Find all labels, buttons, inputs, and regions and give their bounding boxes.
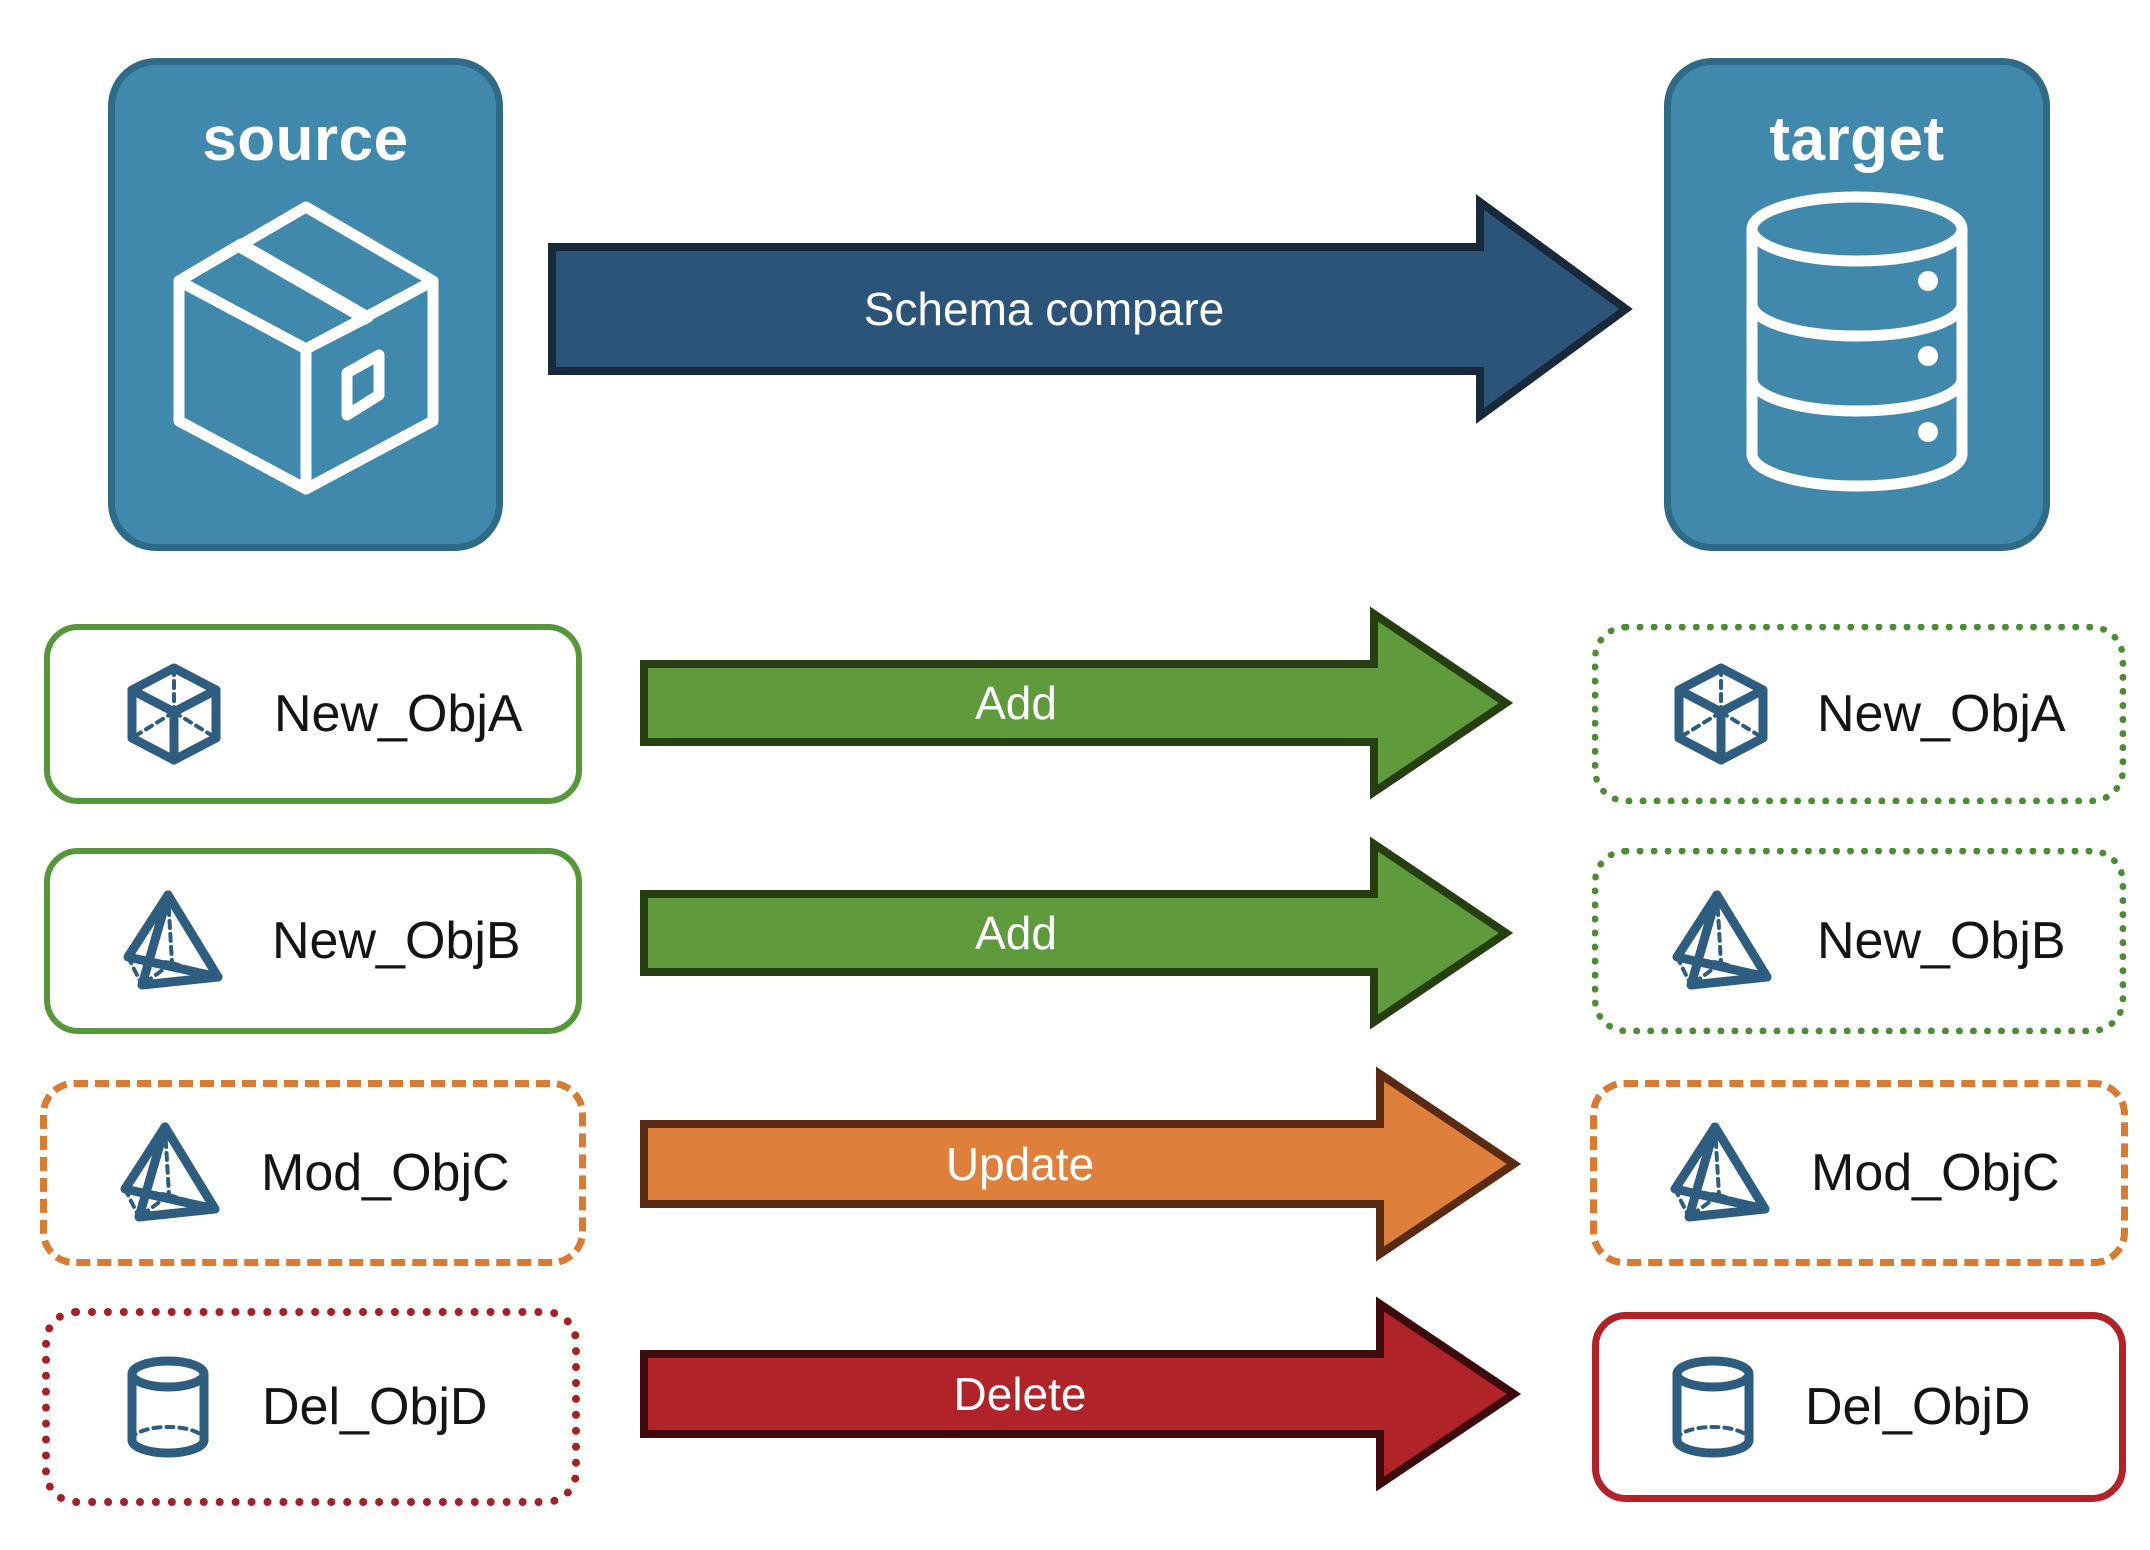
row-action-label-0: Add — [975, 677, 1057, 729]
target-endpoint-card[interactable]: target — [1664, 58, 2050, 551]
package-box-icon — [161, 189, 451, 499]
target-object-label-3: Del_ObjD — [1805, 1378, 2031, 1436]
target-object-box-1[interactable]: New_ObjB — [1592, 848, 2126, 1034]
row-action-label-1: Add — [975, 907, 1057, 959]
target-object-box-2[interactable]: Mod_ObjC — [1590, 1080, 2128, 1266]
target-title: target — [1769, 105, 1945, 174]
wireframe-pyramid-icon — [1661, 885, 1779, 997]
target-object-box-3[interactable]: Del_ObjD — [1592, 1312, 2126, 1502]
target-object-label-2: Mod_ObjC — [1811, 1144, 2060, 1202]
source-title: source — [202, 105, 409, 174]
schema-compare-arrow[interactable]: Schema compare — [548, 194, 1633, 424]
row-action-arrow-3[interactable]: Delete — [640, 1296, 1522, 1492]
source-object-box-0[interactable]: New_ObjA — [44, 624, 582, 804]
schema-compare-label: Schema compare — [863, 283, 1225, 335]
source-object-label-0: New_ObjA — [274, 685, 523, 743]
wireframe-cube-icon — [118, 658, 230, 770]
target-object-label-1: New_ObjB — [1817, 912, 2066, 970]
database-cylinder-icon — [1732, 189, 1982, 494]
source-object-label-3: Del_ObjD — [262, 1378, 488, 1436]
row-action-label-3: Delete — [953, 1368, 1087, 1420]
wireframe-cube-icon — [1665, 658, 1777, 770]
row-action-arrow-1[interactable]: Add — [640, 836, 1514, 1030]
source-object-box-3[interactable]: Del_ObjD — [42, 1308, 580, 1506]
row-action-arrow-2[interactable]: Update — [640, 1066, 1522, 1262]
row-action-arrow-0[interactable]: Add — [640, 606, 1514, 800]
wireframe-pyramid-icon — [109, 1117, 227, 1229]
cylinder-icon — [122, 1352, 214, 1462]
source-object-box-1[interactable]: New_ObjB — [44, 848, 582, 1034]
source-object-box-2[interactable]: Mod_ObjC — [40, 1080, 586, 1266]
target-object-label-0: New_ObjA — [1817, 685, 2066, 743]
cylinder-icon — [1667, 1352, 1759, 1462]
target-object-box-0[interactable]: New_ObjA — [1592, 624, 2126, 804]
source-object-label-2: Mod_ObjC — [261, 1144, 510, 1202]
source-object-label-1: New_ObjB — [272, 912, 521, 970]
wireframe-pyramid-icon — [1659, 1117, 1777, 1229]
wireframe-pyramid-icon — [112, 885, 230, 997]
row-action-label-2: Update — [945, 1138, 1095, 1190]
source-endpoint-card[interactable]: source — [108, 58, 503, 551]
